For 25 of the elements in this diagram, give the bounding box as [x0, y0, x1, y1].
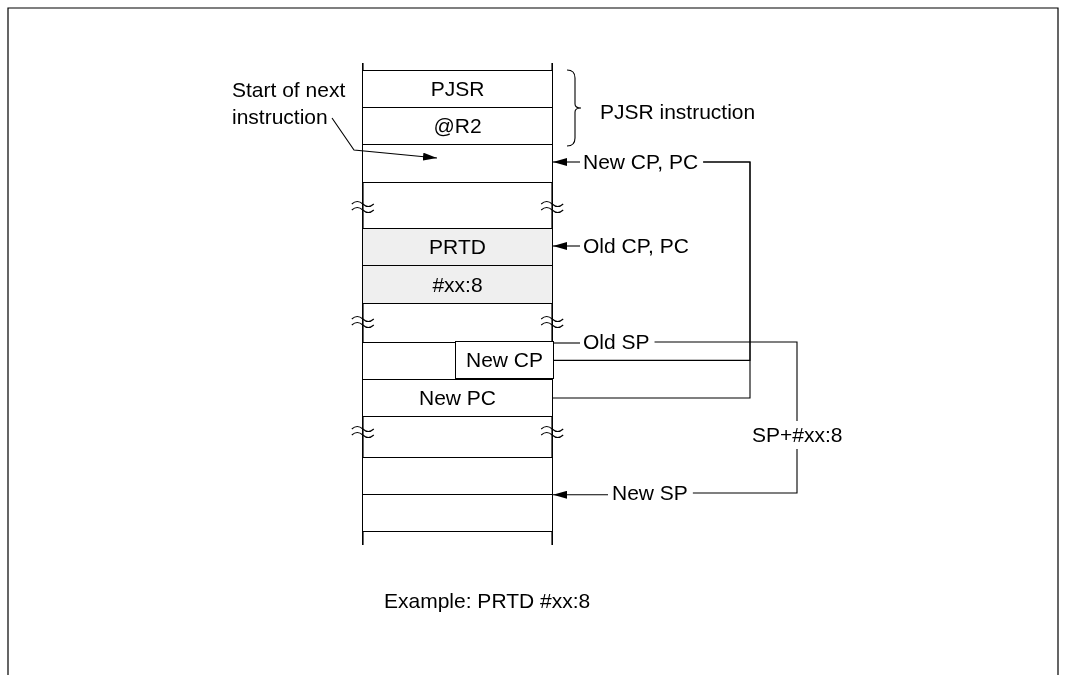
empty-memory-cell — [362, 144, 553, 183]
empty-memory-cell — [362, 342, 553, 380]
empty-memory-cell — [362, 494, 553, 532]
bracket-label: PJSR instruction — [600, 100, 756, 124]
connector-line — [654, 341, 798, 494]
empty-memory-cell — [362, 457, 553, 495]
memory-cell: @R2 — [362, 107, 553, 145]
caption: Example: PRTD #xx:8 — [384, 589, 591, 613]
memory-cell: PRTD — [362, 228, 553, 266]
connector-line — [552, 161, 751, 399]
memory-cell: New PC — [362, 379, 553, 417]
pointer-label: New CP, PC — [583, 150, 699, 174]
arrow — [552, 242, 581, 250]
arrow — [552, 158, 581, 166]
memory-cell: #xx:8 — [362, 265, 553, 304]
pointer-label: Old CP, PC — [583, 234, 689, 258]
edge-label: SP+#xx:8 — [750, 421, 845, 449]
pointer-label: Old SP — [583, 330, 650, 354]
arrow — [552, 490, 609, 499]
connector-line — [552, 342, 581, 344]
pointer-label: New SP — [612, 481, 688, 505]
arrow — [331, 117, 438, 161]
memory-cell: PJSR — [362, 70, 553, 108]
memory-cell: New CP — [455, 341, 554, 380]
annotation-text: Start of next instruction — [232, 76, 360, 130]
